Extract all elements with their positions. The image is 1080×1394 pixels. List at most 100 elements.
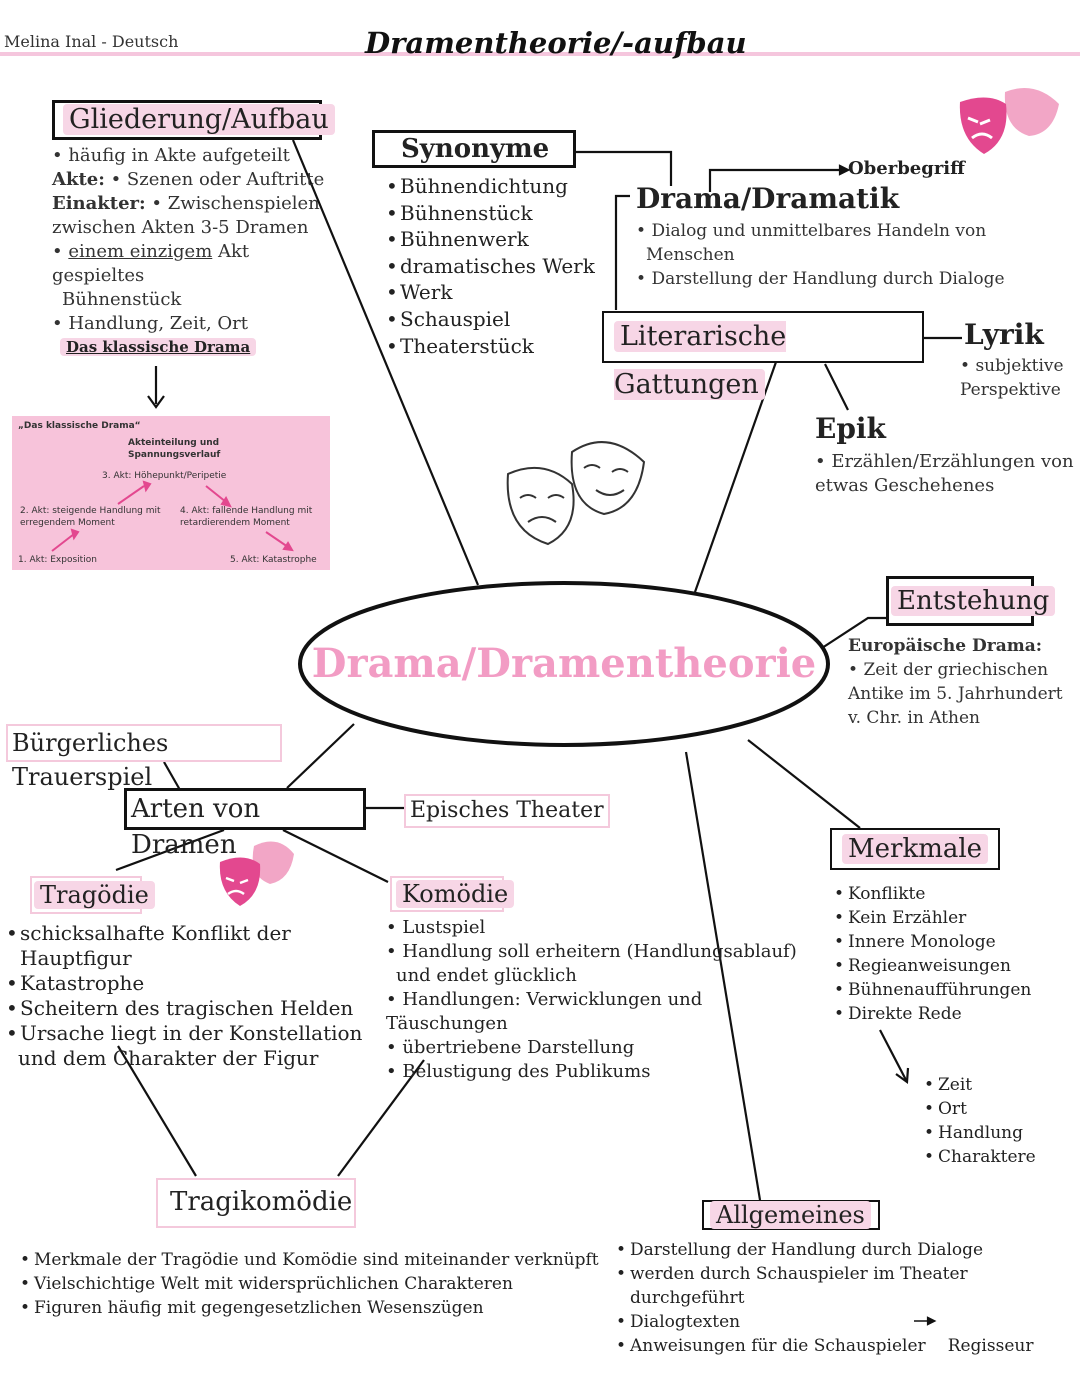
synonym-item: Bühnendichtung: [386, 173, 595, 200]
merkmal-sub-item: Handlung: [924, 1121, 1036, 1145]
entstehung-sub: Europäische Drama:: [848, 636, 1042, 656]
klassisch-akt4b: retardierendem Moment: [180, 518, 290, 528]
line-trag-tragiko: [117, 1045, 197, 1177]
line-drama-gattungen: [614, 194, 630, 310]
center-title: Drama/Dramentheorie: [311, 640, 817, 687]
gliederung-line1: häufig in Akte aufgeteilt: [68, 145, 290, 166]
gattungen-heading-box: Literarische Gattungen: [602, 311, 924, 400]
arten-heading-box: Arten von Dramen: [124, 788, 366, 860]
allgemeines-list: Darstellung der Handlung durch Dialoge w…: [616, 1238, 1076, 1358]
tragikomoedie-list: Merkmale der Tragödie und Komödie sind m…: [20, 1248, 600, 1320]
entstehung-content: Europäische Drama: • Zeit der griechisch…: [848, 634, 1078, 730]
synonym-item: Schauspiel: [386, 306, 595, 333]
merkmale-list: Konflikte Kein Erzähler Innere Monologe …: [834, 882, 1031, 1026]
entstehung-heading: Entstehung: [891, 586, 1056, 616]
synonym-item: dramatisches Werk: [386, 253, 595, 280]
synonym-item: Werk: [386, 279, 595, 306]
arten-heading: Arten von Dramen: [131, 794, 261, 860]
komoedie-item3: Handlungen: Verwicklungen und Täuschunge…: [386, 989, 703, 1034]
tragoedie-box: Tragödie: [30, 876, 155, 914]
line-allgemeines: [684, 751, 762, 1201]
klassisch-box-title: „Das klassische Drama“: [18, 421, 141, 431]
drama-dramatik-heading: Drama/Dramatik: [636, 182, 900, 215]
entstehung-item-c: v. Chr. in Athen: [848, 708, 980, 728]
gliederung-content: • häufig in Akte aufgeteilt Akte: • Szen…: [52, 144, 332, 336]
tragoedie-list: schicksalhafte Konflikt der Hauptfigur K…: [6, 921, 386, 1071]
header-underline: [0, 52, 1080, 56]
akte-text: Szenen oder Auftritte: [126, 169, 325, 190]
arrow-merkmale: [895, 1067, 910, 1085]
klassisch-akt2b: erregendem Moment: [20, 518, 115, 528]
merkmal-sub-item: Charaktere: [924, 1145, 1036, 1169]
line-buergerlich: [163, 761, 181, 791]
drama-dramatik-content: • Dialog und unmittelbares Handeln von M…: [636, 221, 1005, 289]
mask-small-icon: [219, 841, 294, 906]
komoedie-heading: Komödie: [396, 880, 515, 908]
drama-item1a: Dialog und unmittelbares Handeln von: [651, 221, 987, 241]
merkmale-heading: Merkmale: [842, 834, 989, 864]
epik-heading: Epik: [815, 412, 886, 445]
allgemeines-heading: Allgemeines: [710, 1201, 871, 1229]
allgemeines-item4: Anweisungen für die Schauspieler: [630, 1336, 926, 1356]
episch-box: Episches Theater: [404, 794, 610, 828]
entstehung-item-a: Zeit der griechischen: [863, 660, 1049, 680]
komoedie-item4: übertriebene Darstellung: [402, 1037, 635, 1058]
merkmal-item: Kein Erzähler: [834, 906, 1031, 930]
lyrik-item-b: Perspektive: [960, 380, 1061, 400]
page-title: Dramentheorie/-aufbau: [365, 26, 747, 60]
klassisch-label-text: Das klassische Drama: [60, 338, 257, 356]
line-komoedie: [282, 829, 389, 883]
merkmal-sub-item: Zeit: [924, 1073, 1036, 1097]
allgemeines-item: Darstellung der Handlung durch Dialoge: [616, 1238, 1076, 1262]
buergerlich-box: Bürgerliches Trauerspiel: [6, 724, 282, 791]
tragoedie-item: schicksalhafte Konflikt der Hauptfigur: [6, 921, 386, 971]
line-merkmale-arrow: [879, 1029, 907, 1081]
synonyme-heading-box: Synonyme: [372, 130, 576, 168]
line-synonyme: [576, 150, 673, 186]
line-tragoedie: [115, 828, 225, 872]
gliederung-line4b: Akt gespieltes: [52, 241, 250, 286]
einakter-label: Einakter:: [52, 193, 146, 214]
line-entstehung: [821, 616, 888, 649]
line-arten-center: [286, 723, 355, 789]
merkmal-item: Konflikte: [834, 882, 1031, 906]
klassisch-diagram: „Das klassische Drama“ Akteinteilung und…: [12, 416, 330, 570]
merkmal-item: Regieanweisungen: [834, 954, 1031, 978]
klassisch-sub1: Akteinteilung und: [128, 438, 220, 448]
line-epik: [824, 363, 849, 411]
mask-outline-icon: [506, 441, 646, 546]
komoedie-item2a: Handlung soll erheitern (Handlungsablauf…: [402, 941, 797, 962]
entstehung-item-b: Antike im 5. Jahrhundert: [848, 684, 1063, 704]
center-ellipse: [298, 581, 830, 747]
entstehung-heading-box: Entstehung: [886, 576, 1056, 626]
gliederung-heading: Gliederung/Aufbau: [63, 104, 335, 135]
header-author: Melina Inal - Deutsch: [4, 32, 179, 51]
gattungen-heading: Literarische Gattungen: [614, 321, 787, 400]
synonyme-list: Bühnendichtung Bühnenstück Bühnenwerk dr…: [386, 173, 595, 359]
klassisch-arrows: [51, 480, 294, 552]
klassisch-akt5: 5. Akt: Katastrophe: [230, 555, 317, 565]
klassisch-akt1: 1. Akt: Exposition: [18, 555, 97, 565]
epik-item-a: Erzählen/Erzählungen von: [831, 451, 1074, 472]
line-merkmale: [747, 739, 861, 829]
tragoedie-item: Scheitern des tragischen Helden: [6, 996, 386, 1021]
gliederung-line4a: einem einzigem: [68, 241, 213, 262]
klassisch-sub2: Spannungsverlauf: [128, 450, 221, 460]
arrow-klassisch: [147, 395, 165, 409]
allgemeines-item4b: Regisseur: [947, 1336, 1034, 1356]
arrow-oberbegriff: [838, 164, 851, 176]
line-gliederung: [291, 139, 480, 586]
line-oberbegriff: [708, 168, 840, 192]
allgemeines-item: werden durch Schauspieler im Theater dur…: [616, 1262, 1076, 1310]
tragoedie-heading: Tragödie: [34, 881, 155, 909]
tragikomoedie-box: Tragikomödie: [156, 1178, 356, 1228]
komoedie-box: Komödie: [390, 876, 515, 912]
komoedie-list: • Lustspiel • Handlung soll erheitern (H…: [386, 916, 806, 1084]
komoedie-item1: Lustspiel: [402, 917, 486, 938]
merkmal-item: Direkte Rede: [834, 1002, 1031, 1026]
synonyme-heading: Synonyme: [401, 134, 550, 164]
tragoedie-cont: und dem Charakter der Figur: [18, 1046, 319, 1070]
gliederung-line4c: Bühnenstück: [62, 289, 182, 310]
tragikomoedie-item: Merkmale der Tragödie und Komödie sind m…: [20, 1248, 600, 1272]
